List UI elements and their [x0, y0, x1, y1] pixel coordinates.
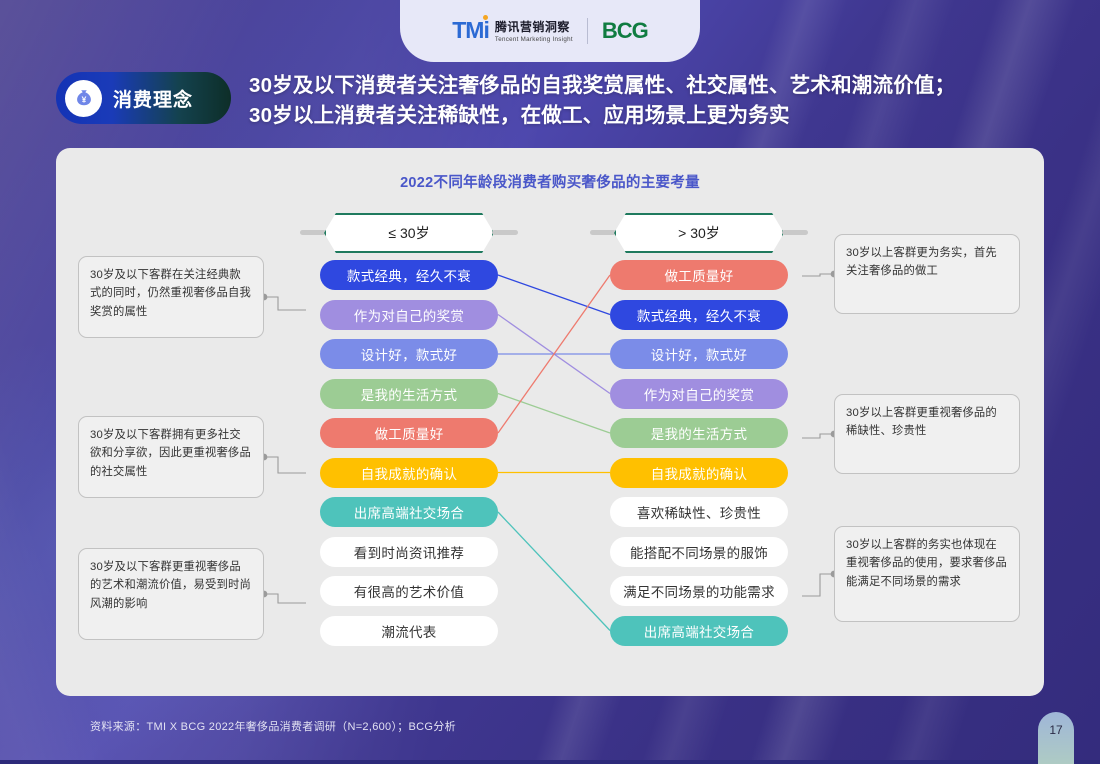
annotation-leader-line	[802, 573, 834, 597]
content-card: 2022不同年龄段消费者购买奢侈品的主要考量 ≤ 30岁 > 30岁 款式经典，…	[56, 148, 1044, 696]
ranking-item-label: 做工质量好	[374, 427, 444, 442]
ranking-item-left-9: 有很高的艺术价值	[320, 576, 498, 606]
ranking-item-left-3: 设计好，款式好	[320, 339, 498, 369]
annotation-text: 30岁以上客群更为务实，首先关注奢侈品的做工	[846, 247, 997, 278]
right-header-rule-end	[782, 230, 808, 235]
left-header-rule-start	[300, 230, 326, 235]
topic-badge-label: 消费理念	[113, 89, 194, 111]
tmi-logo: TMi 腾讯营销洞察 Tencent Marketing Insight	[452, 15, 573, 44]
ranking-item-label: 作为对自己的奖赏	[643, 387, 755, 403]
ranking-item-label: 作为对自己的奖赏	[353, 308, 465, 324]
annotation-leader-line	[802, 273, 834, 277]
ranking-item-left-8: 看到时尚资讯推荐	[320, 536, 498, 567]
connection-line	[497, 274, 611, 316]
chart-title: 2022不同年龄段消费者购买奢侈品的主要考量	[400, 175, 700, 191]
tmi-wordmark-icon: TMi	[452, 15, 490, 44]
tmi-name-block: 腾讯营销洞察 Tencent Marketing Insight	[495, 19, 573, 43]
column-header-right: > 30岁	[614, 213, 784, 253]
annotation-right-1: 30岁以上客群更为务实，首先关注奢侈品的做工	[834, 234, 1020, 314]
ranking-item-left-7: 出席高端社交场合	[320, 497, 498, 527]
ranking-item-label: 出席高端社交场合	[643, 624, 755, 640]
ranking-item-right-3: 设计好，款式好	[610, 339, 788, 369]
ranking-item-right-10: 出席高端社交场合	[610, 615, 788, 646]
ranking-item-label: 款式经典，经久不衰	[346, 269, 472, 284]
logo-divider	[586, 18, 588, 44]
annotation-text: 30岁以上客群的务实也体现在重视奢侈品的使用，要求奢侈品能满足不同场景的需求	[846, 539, 1007, 588]
ranking-item-label: 设计好，款式好	[650, 348, 748, 363]
annotation-left-3: 30岁及以下客群更重视奢侈品的艺术和潮流价值，易受到时尚风潮的影响	[78, 548, 264, 640]
annotation-text: 30岁以上客群更重视奢侈品的稀缺性、珍贵性	[846, 407, 997, 438]
annotation-text: 30岁及以下客群在关注经典款式的同时，仍然重视奢侈品自我奖赏的属性	[90, 269, 251, 318]
ranking-item-left-2: 作为对自己的奖赏	[320, 299, 498, 330]
ranking-item-label: 潮流代表	[381, 624, 437, 640]
connection-line	[497, 392, 611, 434]
page-number-badge: 17	[1038, 712, 1074, 764]
ranking-item-left-5: 做工质量好	[320, 418, 498, 448]
source-note: 资料来源：TMI X BCG 2022年奢侈品消费者调研（N=2,600）；BC…	[90, 721, 456, 733]
tmi-name-en: Tencent Marketing Insight	[494, 35, 573, 43]
ranking-item-left-4: 是我的生活方式	[320, 378, 498, 409]
tmi-dot-icon	[482, 15, 488, 21]
ranking-item-right-2: 款式经典，经久不衰	[610, 299, 788, 330]
column-header-left: ≤ 30岁	[324, 213, 494, 253]
ranking-item-right-8: 能搭配不同场景的服饰	[610, 536, 788, 567]
connection-line	[497, 274, 611, 434]
ranking-item-label: 满足不同场景的功能需求	[623, 585, 775, 600]
ranking-item-right-9: 满足不同场景的功能需求	[610, 576, 788, 606]
column-header-right-label: > 30岁	[678, 225, 720, 241]
brand-logo-tab: TMi 腾讯营销洞察 Tencent Marketing Insight BCG	[400, 0, 700, 62]
annotation-leader-line	[264, 593, 306, 604]
ranking-item-label: 自我成就的确认	[650, 466, 748, 482]
annotation-leader-line	[264, 456, 306, 474]
ranking-item-right-6: 自我成就的确认	[610, 457, 788, 488]
svg-text:¥: ¥	[81, 94, 86, 104]
ranking-item-left-10: 潮流代表	[320, 615, 498, 646]
column-header-left-label: ≤ 30岁	[388, 225, 430, 241]
ranking-item-right-1: 做工质量好	[610, 260, 788, 290]
money-bag-yen-icon: ¥	[65, 79, 102, 117]
topic-badge: ¥ 消费理念	[56, 72, 231, 124]
annotation-text: 30岁及以下客群更重视奢侈品的艺术和潮流价值，易受到时尚风潮的影响	[90, 561, 251, 610]
connection-line	[497, 511, 611, 631]
page-title: 30岁及以下消费者关注奢侈品的自我奖赏属性、社交属性、艺术和潮流价值； 30岁以…	[249, 74, 956, 127]
annotation-leader-line	[264, 296, 306, 311]
ranking-item-right-4: 作为对自己的奖赏	[610, 378, 788, 409]
annotation-leader-line	[802, 433, 834, 439]
annotation-left-2: 30岁及以下客群拥有更多社交欲和分享欲，因此更重视奢侈品的社交属性	[78, 416, 264, 498]
bcg-logo: BCG	[601, 18, 649, 43]
left-header-rule-end	[492, 230, 518, 235]
ranking-item-label: 自我成就的确认	[360, 466, 458, 482]
ranking-item-label: 做工质量好	[664, 269, 734, 284]
annotation-right-3: 30岁以上客群的务实也体现在重视奢侈品的使用，要求奢侈品能满足不同场景的需求	[834, 526, 1020, 622]
ranking-item-label: 喜欢稀缺性、珍贵性	[636, 506, 762, 521]
ranking-item-left-6: 自我成就的确认	[320, 457, 498, 488]
right-header-rule-start	[590, 230, 616, 235]
ranking-item-label: 看到时尚资讯推荐	[353, 545, 465, 561]
ranking-item-right-5: 是我的生活方式	[610, 418, 788, 448]
ranking-item-label: 设计好，款式好	[360, 348, 458, 363]
ranking-item-label: 是我的生活方式	[650, 427, 748, 442]
ranking-item-label: 款式经典，经久不衰	[636, 308, 762, 324]
tmi-name-cn: 腾讯营销洞察	[494, 19, 570, 34]
ranking-item-label: 有很高的艺术价值	[353, 585, 465, 600]
ranking-item-label: 出席高端社交场合	[353, 506, 465, 521]
ranking-item-right-7: 喜欢稀缺性、珍贵性	[610, 497, 788, 527]
ranking-item-label: 能搭配不同场景的服饰	[630, 545, 768, 561]
ranking-item-left-1: 款式经典，经久不衰	[320, 260, 498, 290]
headline-row: ¥ 消费理念 30岁及以下消费者关注奢侈品的自我奖赏属性、社交属性、艺术和潮流价…	[56, 72, 955, 130]
ranking-item-label: 是我的生活方式	[360, 387, 458, 403]
connection-lines	[260, 270, 838, 631]
annotation-left-1: 30岁及以下客群在关注经典款式的同时，仍然重视奢侈品自我奖赏的属性	[78, 256, 264, 338]
annotation-right-2: 30岁以上客群更重视奢侈品的稀缺性、珍贵性	[834, 394, 1020, 474]
annotation-text: 30岁及以下客群拥有更多社交欲和分享欲，因此更重视奢侈品的社交属性	[90, 429, 251, 478]
